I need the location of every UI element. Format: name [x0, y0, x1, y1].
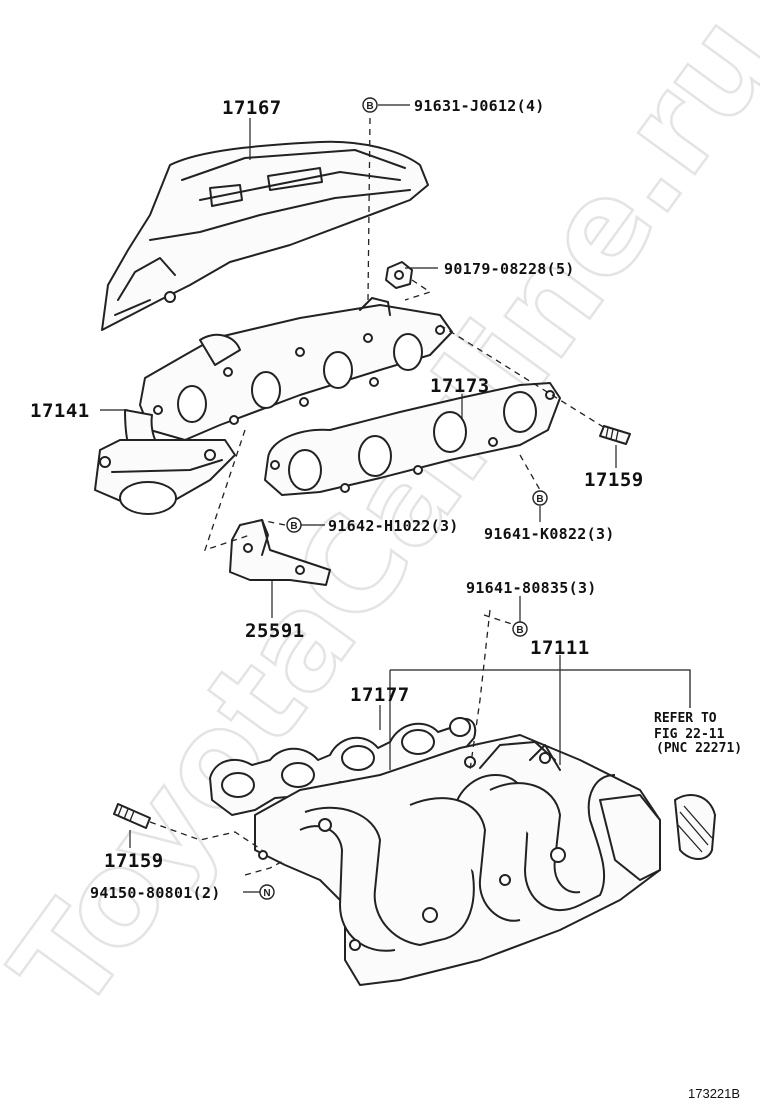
callout-91631: 91631-J0612(4)	[414, 97, 545, 115]
intake-manifold-gasket	[209, 717, 477, 816]
b-marker-91641-8: B	[512, 621, 528, 637]
callout-94150: 94150-80801(2)	[90, 884, 221, 902]
intake-manifold	[254, 734, 716, 986]
refer-note-line3: (PNC 22271)	[656, 741, 742, 756]
b-marker-91642: B	[286, 517, 302, 533]
nut-90179	[385, 261, 413, 289]
b-marker-91631: B	[362, 97, 378, 113]
refer-note-line2: FIG 22-11	[654, 727, 725, 742]
exhaust-manifold	[94, 297, 453, 515]
exhaust-manifold-heat-insulator	[101, 140, 429, 331]
callout-17167: 17167	[222, 97, 282, 119]
figure-code: 173221B	[688, 1086, 740, 1101]
callout-17159-upper: 17159	[584, 469, 644, 491]
callout-90179: 90179-08228(5)	[444, 260, 575, 278]
manifold-stay-bracket	[229, 519, 331, 586]
b-marker-91641k: B	[532, 490, 548, 506]
callout-25591: 25591	[245, 620, 305, 642]
svg-text:B: B	[366, 101, 373, 112]
svg-text:B: B	[290, 521, 297, 532]
callout-91641-80835: 91641-80835(3)	[466, 579, 597, 597]
stud-bolt-upper	[599, 425, 631, 445]
stud-bolt-lower	[113, 803, 151, 829]
svg-text:B: B	[536, 494, 543, 505]
callout-91641-k0822: 91641-K0822(3)	[484, 525, 615, 543]
callout-17177: 17177	[350, 684, 410, 706]
n-marker-94150: N	[259, 884, 275, 900]
callout-17141: 17141	[30, 400, 90, 422]
callout-17159-lower: 17159	[104, 850, 164, 872]
exhaust-manifold-gasket	[264, 382, 561, 496]
refer-note-line1: REFER TO	[654, 711, 717, 726]
svg-text:N: N	[263, 888, 270, 899]
callout-91642: 91642-H1022(3)	[328, 517, 459, 535]
callout-17111: 17111	[530, 637, 590, 659]
callout-17173: 17173	[430, 375, 490, 397]
svg-text:B: B	[516, 625, 523, 636]
